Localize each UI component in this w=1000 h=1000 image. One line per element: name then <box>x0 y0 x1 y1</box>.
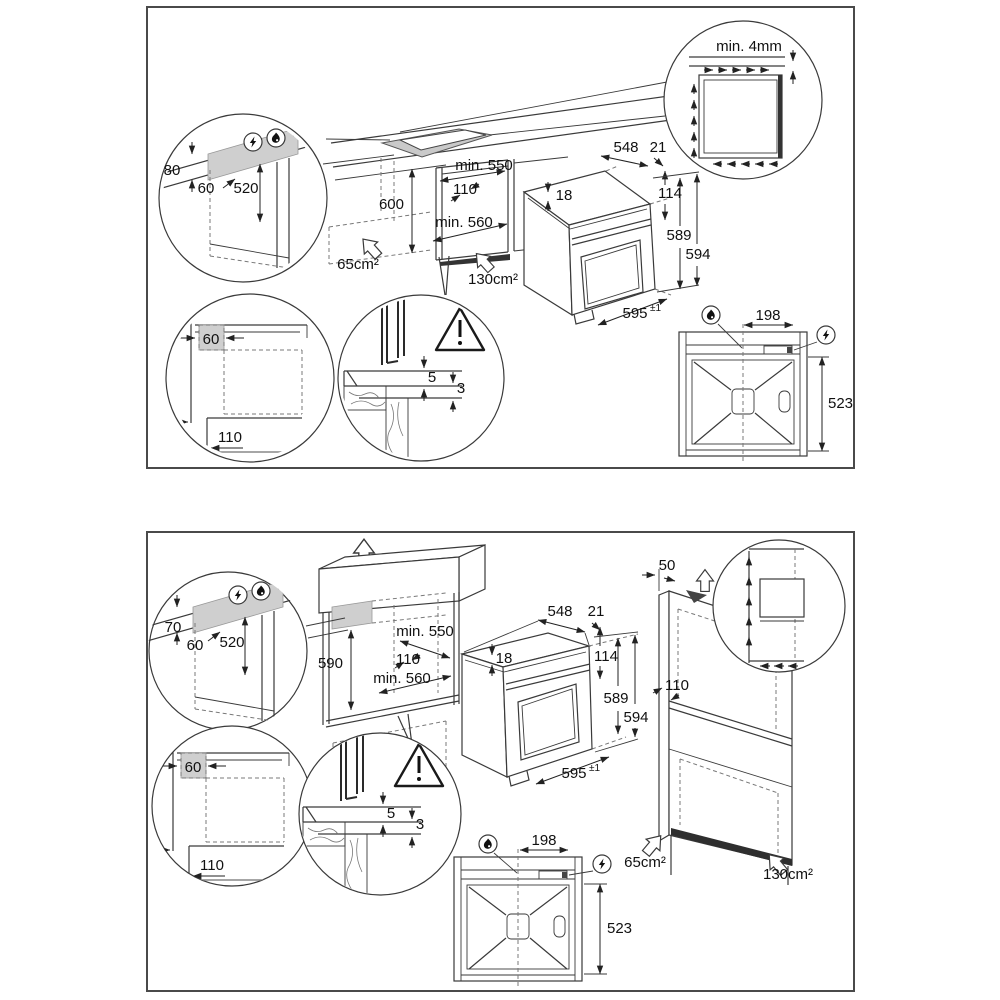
dim-topview-offset: 198 <box>755 307 780 324</box>
dim-niche-depth: min. 550 <box>455 157 513 174</box>
top-view-drawing: 198 523 <box>678 305 853 463</box>
corner-detail-circle: 70 60 520 <box>148 571 309 731</box>
dim-oven-width-front: 595 <box>561 765 586 782</box>
dim-niche-height: 590 <box>318 655 343 672</box>
dim-plinth: 110 <box>200 857 224 874</box>
dim-oven-width-tolerance: ±1 <box>589 763 600 774</box>
gas-icon <box>478 834 498 854</box>
dim-oven-height-total: 594 <box>685 246 710 263</box>
dim-corner-depth: 60 <box>187 637 204 654</box>
airflow-arrows <box>690 50 797 168</box>
dim-topview-depth: 523 <box>828 395 853 412</box>
dim-corner-depth: 60 <box>198 180 215 197</box>
dim-niche-offset: 110 <box>453 181 477 198</box>
dim-gap-bottom: 3 <box>416 816 424 833</box>
airflow-up-arrow-icon <box>695 569 715 593</box>
dim-plinth-corner: 60 <box>203 331 220 348</box>
dim-plinth: 110 <box>218 429 242 446</box>
dim-oven-height: 589 <box>603 690 628 707</box>
dim-oven-panel: 114 <box>658 185 682 202</box>
dim-corner-inner: 520 <box>219 634 244 651</box>
plinth-detail-circle: 60 110 <box>165 293 335 463</box>
label-vent-side: 65cm² <box>337 256 379 273</box>
bottom-vent-slot <box>671 828 792 866</box>
gas-icon <box>701 305 721 325</box>
dim-topview-offset: 198 <box>531 832 556 849</box>
ventilation-gap-circle: min. 4mm <box>663 20 823 180</box>
dim-oven-height: 589 <box>666 227 691 244</box>
airflow-detail-circle <box>712 539 846 673</box>
panel-column-installation: 590 min. 550 110 min. 560 548 21 18 114 … <box>146 531 855 992</box>
oven-isometric: 548 21 18 114 589 594 595 ±1 <box>459 603 649 787</box>
mounting-detail-circle: 5 3 <box>337 294 505 462</box>
dim-corner-height: 70 <box>165 619 182 636</box>
dim-oven-clearance: 18 <box>496 650 513 667</box>
dim-column-offset: 110 <box>665 677 689 694</box>
dim-gap-bottom: 3 <box>457 380 465 397</box>
dim-oven-height-total: 594 <box>623 709 648 726</box>
dim-oven-width-front: 595 <box>622 305 647 322</box>
oven-isometric: 548 21 18 114 589 594 595 ±1 <box>522 139 711 326</box>
dim-niche-width: min. 560 <box>373 670 431 687</box>
dim-column-top-gap: 50 <box>659 557 676 574</box>
undercounter-installation-drawing: 600 min. 550 110 min. 560 65cm² 130cm² 5… <box>158 20 853 463</box>
dim-corner-height: 80 <box>164 162 181 179</box>
dim-oven-width-top: 548 <box>613 139 638 156</box>
dim-niche-offset: 110 <box>396 651 420 668</box>
dim-topview-depth: 523 <box>607 920 632 937</box>
counter-niche-drawing: 600 min. 550 110 min. 560 65cm² 130cm² <box>322 81 679 296</box>
label-vent-bottom: 130cm² <box>468 271 518 288</box>
top-view-drawing: 198 523 <box>453 832 632 988</box>
dim-oven-width-top: 548 <box>547 603 572 620</box>
label-vent-bottom: 130cm² <box>763 866 813 883</box>
electric-icon <box>592 854 612 874</box>
dim-oven-width-tolerance: ±1 <box>650 303 661 314</box>
dim-oven-panel: 114 <box>594 648 618 665</box>
dim-niche-depth: min. 550 <box>396 623 454 640</box>
dim-gap-top: 5 <box>387 805 395 822</box>
airflow-arrows <box>745 556 798 670</box>
label-min-gap: min. 4mm <box>716 38 782 55</box>
dim-oven-offset-top: 21 <box>588 603 605 620</box>
dim-corner-inner: 520 <box>233 180 258 197</box>
dim-gap-top: 5 <box>428 369 436 386</box>
bottom-vent-slot <box>440 254 510 266</box>
oven-door-window <box>517 683 580 761</box>
electric-icon <box>816 325 836 345</box>
column-installation-drawing: 590 min. 550 110 min. 560 548 21 18 114 … <box>148 538 846 988</box>
panel-undercounter-installation: 600 min. 550 110 min. 560 65cm² 130cm² 5… <box>146 6 855 469</box>
mounting-detail-circle: 5 3 <box>298 732 462 896</box>
corner-detail-circle: 80 60 520 <box>158 113 328 283</box>
plinth-detail-circle: 60 110 <box>151 725 313 887</box>
dim-niche-width: min. 560 <box>435 214 493 231</box>
dim-plinth-corner: 60 <box>185 759 202 776</box>
dim-oven-clearance: 18 <box>556 187 573 204</box>
dim-oven-offset-top: 21 <box>650 139 667 156</box>
dim-niche-height: 600 <box>379 196 404 213</box>
label-vent-side: 65cm² <box>624 854 666 871</box>
